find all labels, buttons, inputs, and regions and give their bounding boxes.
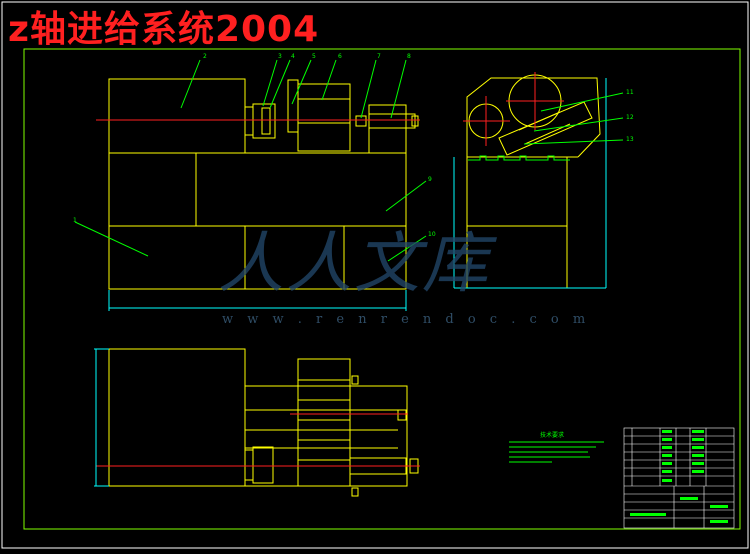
bearing-seat bbox=[287, 79, 299, 133]
drawing-title: z轴进给系统2004 bbox=[8, 9, 320, 50]
nut-housing bbox=[368, 104, 407, 154]
balloon-13: 13 bbox=[626, 136, 634, 143]
title-block-marks bbox=[630, 430, 728, 523]
balloon-7: 7 bbox=[377, 53, 381, 60]
coupling bbox=[244, 106, 254, 136]
top-view bbox=[108, 348, 419, 497]
tech-requirements-title: 技术要求 bbox=[540, 431, 564, 439]
balloon-4: 4 bbox=[291, 53, 295, 60]
leader-lines bbox=[74, 59, 624, 262]
base-frame bbox=[108, 152, 407, 290]
watermark-url: w w w . r e n r e n d o c . c o m bbox=[222, 312, 591, 327]
top-bearing-seat bbox=[297, 358, 351, 487]
balloon-3: 3 bbox=[278, 53, 282, 60]
rack-teeth bbox=[468, 155, 570, 161]
sheet-inner-border bbox=[23, 48, 741, 530]
balloon-8: 8 bbox=[407, 53, 411, 60]
balloon-6: 6 bbox=[338, 53, 342, 60]
balloon-9: 9 bbox=[428, 176, 432, 183]
balloon-12: 12 bbox=[626, 114, 634, 121]
top-motor-block bbox=[108, 348, 246, 487]
top-coupling bbox=[244, 449, 254, 481]
balloon-5: 5 bbox=[312, 53, 316, 60]
balloon-1: 1 bbox=[73, 217, 77, 224]
top-base bbox=[244, 385, 408, 487]
motor-block bbox=[108, 78, 246, 154]
watermark-text: 人人文库 bbox=[218, 225, 490, 302]
side-housing bbox=[466, 77, 601, 158]
balloon-11: 11 bbox=[626, 89, 634, 96]
balloon-2: 2 bbox=[203, 53, 207, 60]
title-block bbox=[623, 427, 735, 529]
balloon-10: 10 bbox=[428, 231, 436, 238]
tech-requirements: 技术要求 bbox=[509, 431, 604, 463]
side-centerlines bbox=[463, 72, 564, 146]
